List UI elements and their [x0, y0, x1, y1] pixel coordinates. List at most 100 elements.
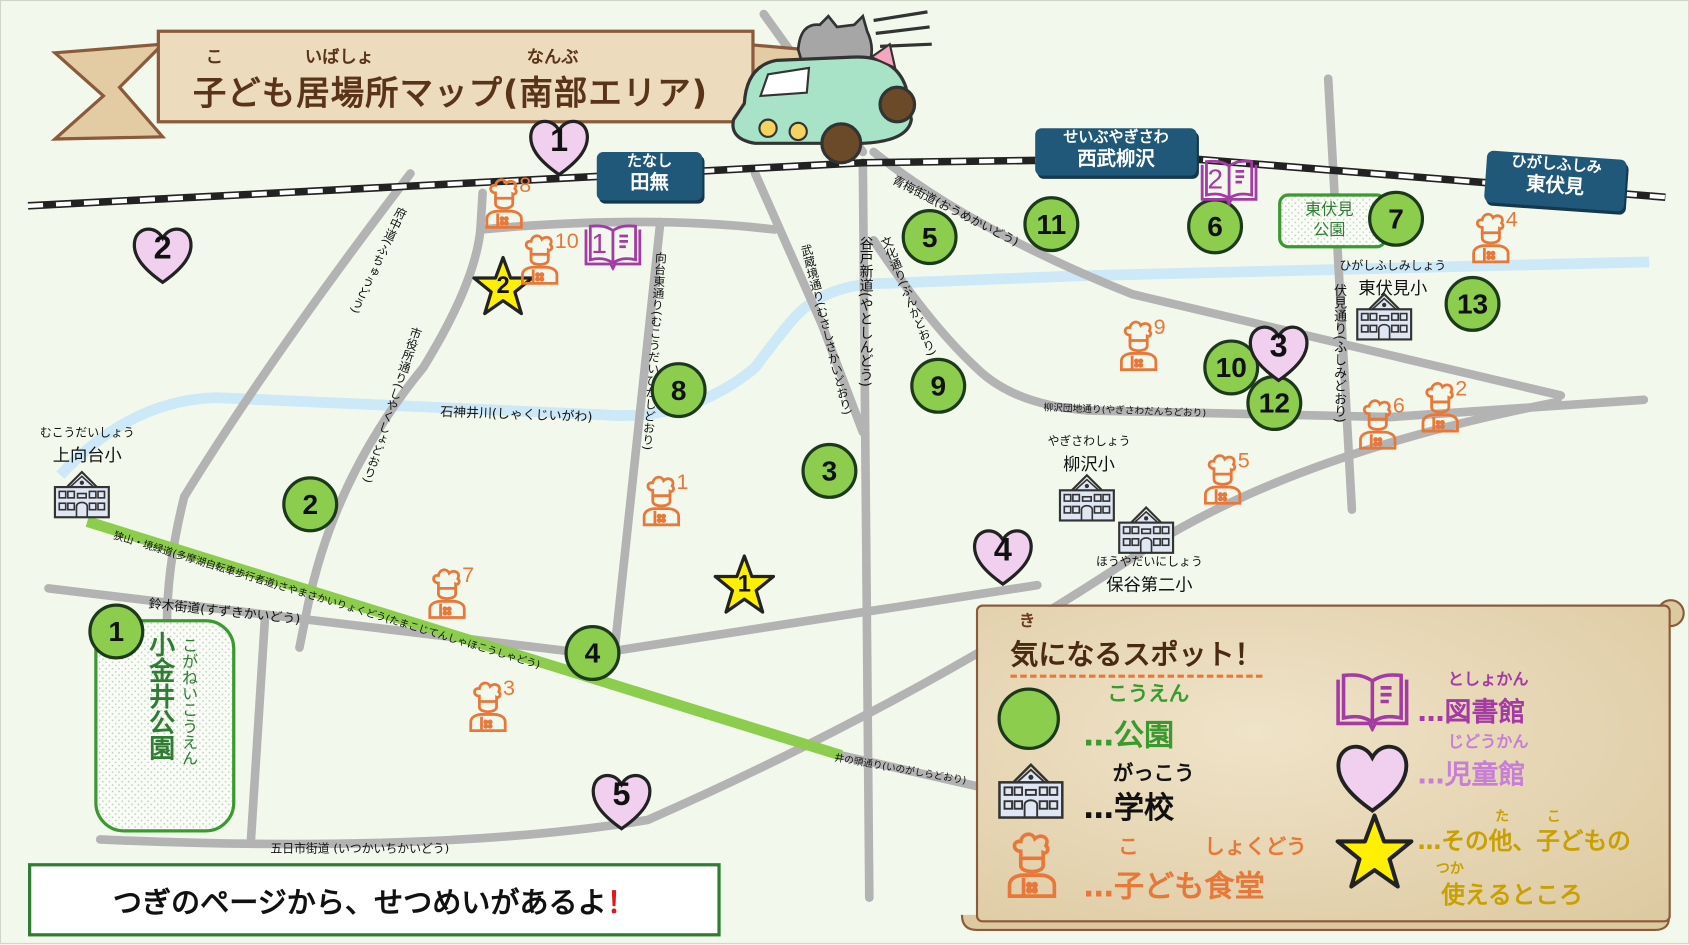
legend-other-ruby1: た [1495, 809, 1510, 826]
road-fuchu [162, 169, 415, 658]
cafeteria-marker-2[interactable]: 2 [1419, 377, 1467, 433]
cafeteria-marker-7[interactable]: 7 [425, 564, 474, 620]
school-label-kamimukoudai: むこうだいしょう上向台小 [39, 425, 135, 466]
page-title: 子ども居場所マップ(南部エリア) [192, 74, 709, 114]
legend-library-ruby: としょかん [1447, 669, 1529, 689]
legend-school-icon [995, 760, 1066, 820]
legend-cafeteria-ruby2: しょくどう [1204, 835, 1307, 859]
jidokan-marker-1[interactable]: 1 [527, 114, 592, 179]
koganei-park-kana: こがねいこうえん [179, 636, 200, 767]
school-marker-kamimukoudai[interactable] [52, 468, 112, 520]
road-label-fushimi: 伏見通り(ふしみどおり) [1332, 283, 1348, 423]
car-cat-illustration [731, 10, 932, 165]
legend-title: 気になるスポット！ [1010, 633, 1263, 678]
school-label-yagisawa: やぎさわしょう柳沢小 [1047, 434, 1131, 475]
notice-exclamation: ！ [606, 886, 636, 920]
park-marker-12[interactable]: 12 [1246, 375, 1303, 432]
road-fushimi [1323, 74, 1357, 515]
road-label-yato: 谷戸新道(やとしんどう) [856, 235, 873, 388]
park-marker-8[interactable]: 8 [650, 362, 707, 419]
cafeteria-marker-10[interactable]: 10 [518, 230, 579, 286]
legend-panel: き 気になるスポット！ こうえん …公園 がっこう …学校 こ しょくどう …子… [975, 604, 1671, 923]
park-marker-1[interactable]: 1 [88, 603, 145, 660]
koganei-park-area [94, 619, 236, 833]
school-label-hoya-daini: ほうやだいにしょう保谷第二小 [1096, 554, 1203, 595]
park-marker-3[interactable]: 3 [801, 442, 858, 499]
park-marker-11[interactable]: 11 [1023, 196, 1080, 253]
school-marker-yagisawa[interactable] [1057, 471, 1117, 523]
next-page-notice: つぎのページから、せつめいがあるよ！ [28, 863, 721, 937]
road-mukoudai [610, 217, 665, 650]
school-icon [52, 468, 112, 520]
title-ruby-ko: こ [205, 46, 223, 67]
cafeteria-marker-3[interactable]: 3 [466, 677, 515, 733]
legend-heart-icon [1334, 738, 1412, 816]
park-marker-9[interactable]: 9 [910, 357, 967, 414]
library-marker-1[interactable]: 1 [583, 223, 643, 270]
higashifushimi-park-name: 東伏見公園 [1305, 199, 1354, 240]
legend-other-label1: …その他、子どもの [1417, 828, 1631, 856]
cafeteria-marker-5[interactable]: 5 [1201, 449, 1250, 506]
cafeteria-marker-4[interactable]: 4 [1469, 208, 1518, 264]
library-marker-2[interactable]: 2 [1199, 158, 1259, 205]
jidokan-marker-2[interactable]: 2 [130, 222, 195, 287]
legend-book-icon [1334, 671, 1412, 731]
legend-star-icon [1334, 811, 1416, 893]
legend-chef-icon [1004, 831, 1060, 900]
jidokan-marker-4[interactable]: 4 [971, 524, 1036, 589]
cafeteria-marker-1[interactable]: 1 [640, 471, 688, 527]
road-yato [858, 158, 874, 902]
station-tanashi: たなし田無 [596, 151, 703, 201]
school-label-higashifushimi: ひがしふしみしょう東伏見小 [1339, 258, 1447, 299]
school-marker-higashifushimi[interactable] [1354, 290, 1414, 342]
legend-jidokan-ruby: じどうかん [1447, 731, 1529, 752]
legend-cafeteria-label: …子ども食堂 [1083, 868, 1265, 905]
cafeteria-marker-9[interactable]: 9 [1117, 316, 1166, 372]
road-itsukaichi [95, 397, 1562, 849]
other-spot-marker-2[interactable]: 2 [471, 254, 536, 319]
legend-library-label: …図書館 [1417, 696, 1526, 728]
school-icon [1354, 290, 1414, 342]
road-oume [869, 147, 1566, 400]
station-seibu-yagisawa: せいぶやぎさわ西武柳沢 [1035, 128, 1197, 176]
school-marker-hoya-daini[interactable] [1116, 503, 1176, 555]
road-bunka [869, 235, 1649, 422]
station-higashifushimi: ひがしふしみ東伏見 [1483, 150, 1628, 212]
legend-jidokan-label: …児童館 [1417, 758, 1526, 790]
road-top-horizontal [476, 217, 779, 234]
legend-school-label: …学校 [1083, 789, 1175, 826]
legend-park-label: …公園 [1083, 717, 1175, 754]
other-spot-marker-1[interactable]: 1 [712, 553, 777, 618]
river [56, 256, 1650, 479]
cafeteria-marker-6[interactable]: 6 [1356, 394, 1405, 451]
title-ruby-nanbu: なんぶ [526, 46, 579, 67]
school-icon [1116, 503, 1176, 555]
cafeteria-marker-8[interactable]: 8 [483, 173, 531, 230]
legend-other-ruby2: こ [1546, 809, 1561, 826]
legend-other-label2: 使えるところ [1441, 882, 1583, 910]
jidokan-marker-3[interactable]: 3 [1246, 320, 1311, 385]
park-marker-5[interactable]: 5 [901, 209, 958, 266]
road-west-vertical [246, 613, 270, 844]
park-marker-6[interactable]: 6 [1187, 198, 1244, 255]
park-marker-7[interactable]: 7 [1368, 190, 1425, 247]
legend-park-icon [997, 687, 1060, 751]
legend-title-ruby: き [1019, 610, 1036, 631]
greenway [85, 516, 843, 761]
railway [27, 154, 1666, 210]
park-marker-13[interactable]: 13 [1444, 275, 1501, 332]
park-marker-2[interactable]: 2 [282, 476, 339, 533]
road-label-itsukaichi: 五日市街道 (いつかいちかいどう) [270, 841, 450, 856]
title-ruby-ibasho: いばしょ [304, 46, 374, 67]
koganei-park-name: 小金井公園 [144, 631, 175, 761]
park-marker-4[interactable]: 4 [564, 625, 621, 682]
road-inokashira [836, 751, 988, 793]
jidokan-marker-5[interactable]: 5 [589, 768, 654, 833]
legend-school-ruby: がっこう [1112, 761, 1195, 786]
school-icon [1057, 471, 1117, 523]
legend-park-ruby: こうえん [1107, 682, 1190, 706]
notice-text: つぎのページから、せつめいがあるよ [112, 886, 607, 920]
road-shiyakusho [295, 188, 487, 652]
legend-other-ruby3: つか [1435, 861, 1464, 878]
